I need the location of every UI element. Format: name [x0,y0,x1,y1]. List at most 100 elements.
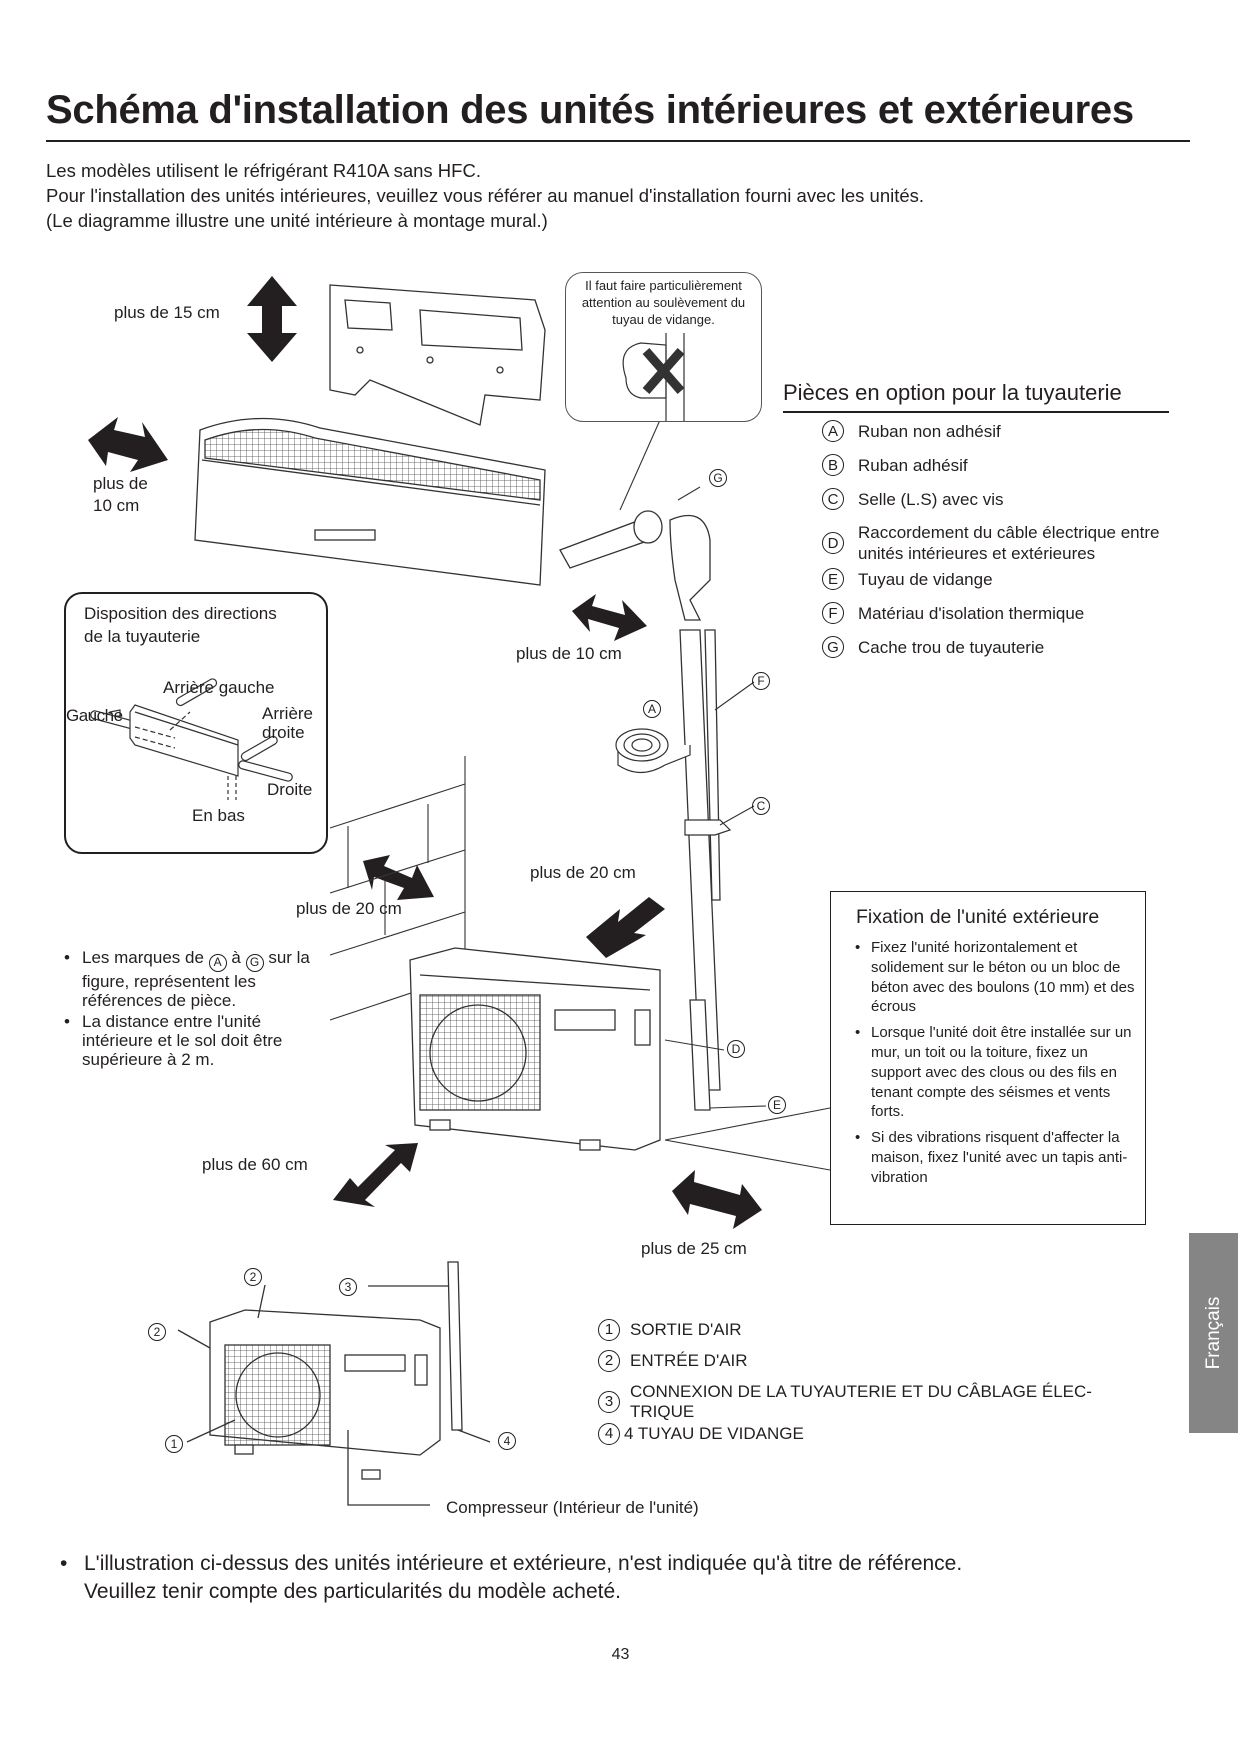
note-1-mark-a: A [208,953,227,972]
outdoor-unit [409,947,661,1151]
intro-line-1: Les modèles utilisent le réfrigérant R41… [46,160,481,181]
legend-item: 1 SORTIE D'AIR [598,1319,1150,1341]
direction-rear-right-1: Arrière [262,704,314,723]
arrow-front-icon [333,1143,418,1207]
legend-item: 2 ENTRÉE D'AIR [598,1350,1150,1372]
indoor-unit [194,417,546,586]
arrow-outdoor-back-icon [586,897,665,958]
part-label: Ruban non adhésif [858,421,1001,441]
part-item: G Cache trou de tuyauterie [822,636,1178,658]
part-mark: B [822,454,844,476]
legend-mark: 3 [598,1390,620,1413]
direction-rear-right-2: droite [262,723,305,742]
mark-c: C [752,797,770,815]
notes-list: Les marques de A à G sur la figure, repr… [64,948,314,1071]
detail-mark-4: 4 [498,1432,516,1450]
drain-hose-cross-icon [622,333,685,421]
mark-e: E [768,1096,786,1114]
outdoor-fixing-box: Fixation de l'unité extérieure Fixez l'u… [830,891,1146,1225]
page-title: Schéma d'installation des unités intérie… [46,88,1134,132]
intro-text: Les modèles utilisent le réfrigérant R41… [46,158,924,233]
mark-g: G [709,469,727,487]
footer-line-2: Veuillez tenir compte des particularités… [84,1580,621,1603]
direction-right: Droite [267,780,313,799]
direction-bottom: En bas [192,806,245,825]
mark-f: F [752,672,770,690]
footer-note-item: L'illustration ci-dessus des unités inté… [60,1550,962,1606]
arrow-right-indoor-icon [572,594,647,641]
detail-mark-2-top: 2 [244,1268,262,1286]
note-item: La distance entre l'unité intérieure et … [64,1012,314,1069]
title-divider [46,140,1190,142]
legend-item: 3 CONNEXION DE LA TUYAUTERIE ET DU CÂBLAG… [598,1382,1150,1422]
part-item: B Ruban adhésif [822,454,1178,476]
detail-mark-1: 1 [165,1435,183,1453]
saddle [684,819,732,836]
legend-label: ENTRÉE D'AIR [630,1351,748,1370]
legend-label: 4 TUYAU DE VIDANGE [624,1424,804,1443]
clearance-right-indoor-label: plus de 10 cm [516,644,622,663]
clearance-outdoor-left-label: plus de 20 cm [296,899,402,918]
leader-lines [619,419,831,1171]
optional-parts-title: Pièces en option pour la tuyauterie [783,380,1122,405]
piping-directions-title-line-1: Disposition des directions [84,604,277,623]
legend-label: CONNEXION DE LA TUYAUTERIE ET DU CÂBLAGE… [630,1382,1092,1421]
part-item: A Ruban non adhésif [822,420,1178,442]
optional-parts-divider [783,411,1169,413]
part-mark: A [822,420,844,442]
detail-mark-2-left: 2 [148,1323,166,1341]
clearance-outdoor-back-label: plus de 20 cm [530,863,636,882]
intro-line-3: (Le diagramme illustre une unité intérie… [46,210,548,231]
outdoor-unit-legend: 1 SORTIE D'AIR 2 ENTRÉE D'AIR 3 CONNEXION D… [598,1319,1150,1455]
part-label: Matériau d'isolation thermique [858,603,1085,623]
legend-mark: 4 [598,1423,620,1445]
compressor-label: Compresseur (Intérieur de l'unité) [446,1498,699,1517]
legend-label: SORTIE D'AIR [630,1320,742,1339]
footer-note: L'illustration ci-dessus des unités inté… [60,1550,962,1606]
part-label: Cache trou de tuyauterie [858,637,1045,657]
clearance-top-label: plus de 15 cm [114,303,220,322]
piping-directions-title: Disposition des directions de la tuyaute… [84,602,277,648]
clearance-left-label-1: plus de [93,474,148,493]
legend-mark: 2 [598,1350,620,1372]
arrow-left-icon [88,417,168,472]
part-label: Tuyau de vidange [858,569,993,589]
clearance-right-outdoor-label: plus de 25 cm [641,1239,747,1258]
note-1-rest: sur la figure, représentent les référenc… [82,948,310,1010]
outdoor-fixing-list: Fixez l'unité horizontalement et solidem… [855,938,1135,1194]
legend-mark: 1 [598,1319,620,1341]
fixing-item: Lorsque l'unité doit être installée sur … [855,1023,1135,1122]
part-label: Ruban adhésif [858,455,968,475]
language-tab-label: Français [1202,1296,1224,1370]
mark-d: D [727,1040,745,1058]
direction-rear-left: Arrière gauche [163,678,275,697]
language-tab: Français [1189,1233,1238,1433]
fixing-item: Si des vibrations risquent d'affecter la… [855,1128,1135,1187]
arrow-top-icon [247,276,297,362]
outdoor-fixing-title: Fixation de l'unité extérieure [856,906,1100,928]
clearance-front-label: plus de 60 cm [202,1155,308,1174]
piping-directions-box [64,592,328,854]
arrow-outdoor-left-icon [363,855,434,900]
note-1-mark-g: G [245,953,264,972]
part-label: Raccordement du câble électrique entre u… [858,523,1160,563]
part-mark: G [822,636,844,658]
note-1-middle: à [231,948,241,967]
fixing-item: Fixez l'unité horizontalement et solidem… [855,938,1135,1017]
arrow-right-outdoor-icon [672,1170,762,1229]
intro-line-2: Pour l'installation des unités intérieur… [46,185,925,206]
tape-roll [615,728,691,774]
wall-lines [329,756,466,1040]
piping-directions-title-line-2: de la tuyauterie [84,627,201,646]
outdoor-unit-detail [177,1261,491,1506]
mark-a: A [643,700,661,718]
callout-text: Il faut faire particulièrement attention… [581,278,746,327]
detail-mark-3: 3 [339,1278,357,1296]
part-label: Selle (L.S) avec vis [858,489,1004,509]
direction-left: Gauche [66,706,123,725]
